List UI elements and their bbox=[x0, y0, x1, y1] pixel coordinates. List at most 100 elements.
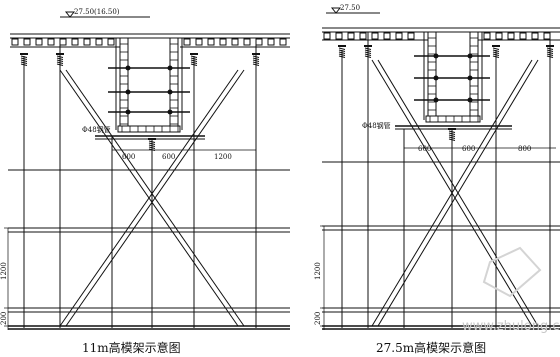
drafting-line bbox=[20, 61, 28, 64]
drafting-line bbox=[364, 51, 372, 54]
drafting-line bbox=[448, 130, 456, 133]
drafting-line bbox=[364, 55, 372, 58]
left-dim-1: 600 bbox=[122, 153, 135, 161]
drafting-line bbox=[20, 63, 28, 66]
right-dim-2: 600 bbox=[462, 145, 475, 153]
drafting-line bbox=[190, 61, 198, 64]
joist-block bbox=[395, 32, 403, 40]
drafting-line bbox=[56, 59, 64, 62]
drafting-line bbox=[190, 57, 198, 60]
drafting-line bbox=[20, 57, 28, 60]
drafting-line bbox=[448, 132, 456, 135]
drafting-line bbox=[148, 144, 156, 147]
watermark-text: www.zhulong.com bbox=[462, 319, 560, 334]
right-dim-3: 800 bbox=[518, 145, 531, 153]
joist-block bbox=[483, 32, 491, 40]
drafting-line bbox=[546, 47, 554, 50]
joist-block bbox=[335, 32, 343, 40]
joist-block bbox=[207, 38, 215, 46]
drafting-line bbox=[56, 57, 64, 60]
joist-block bbox=[231, 38, 239, 46]
left-pipe-label: Φ48钢管 bbox=[82, 125, 111, 134]
drafting-line bbox=[546, 55, 554, 58]
joist-block bbox=[279, 38, 287, 46]
joist-block bbox=[495, 32, 503, 40]
drafting-line bbox=[20, 59, 28, 62]
left-slab-joists bbox=[11, 38, 287, 46]
joist-block bbox=[195, 38, 203, 46]
left-elevation-marker: 27.50(16.50) bbox=[60, 8, 150, 18]
right-pipe-label: Φ48钢管 bbox=[362, 121, 391, 130]
joist-block bbox=[383, 32, 391, 40]
left-caption: 11m高模架示意图 bbox=[82, 340, 181, 355]
drafting-line bbox=[56, 61, 64, 64]
drafting-line bbox=[546, 53, 554, 56]
joist-block bbox=[95, 38, 103, 46]
drafting-line bbox=[252, 55, 260, 58]
right-vdim-200: 200 bbox=[314, 312, 322, 325]
right-elevation-text: 27.50 bbox=[340, 4, 360, 12]
drafting-line bbox=[56, 63, 64, 66]
joist-block bbox=[347, 32, 355, 40]
left-vdim-200: 200 bbox=[0, 312, 8, 325]
drafting-line bbox=[148, 142, 156, 145]
drafting-line bbox=[190, 63, 198, 66]
drafting-line bbox=[492, 53, 500, 56]
left-dim-2: 600 bbox=[162, 153, 175, 161]
joist-block bbox=[323, 32, 331, 40]
drafting-line bbox=[492, 51, 500, 54]
joist-block bbox=[267, 38, 275, 46]
drafting-line bbox=[252, 61, 260, 64]
drafting-line bbox=[492, 47, 500, 50]
drafting-line bbox=[364, 53, 372, 56]
drafting-line bbox=[338, 55, 346, 58]
drafting-line bbox=[364, 49, 372, 52]
joist-block bbox=[183, 38, 191, 46]
right-dimension-line bbox=[403, 144, 556, 152]
drafting-line bbox=[148, 140, 156, 143]
drafting-line bbox=[338, 47, 346, 50]
drafting-line bbox=[364, 47, 372, 50]
joist-block bbox=[407, 32, 415, 40]
joist-block bbox=[219, 38, 227, 46]
joist-block bbox=[71, 38, 79, 46]
right-vdim-1200: 1200 bbox=[314, 262, 322, 280]
right-caption: 27.5m高模架示意图 bbox=[376, 340, 486, 355]
drafting-line bbox=[448, 136, 456, 139]
left-formwork-diagram: 27.50(16.50) bbox=[0, 8, 290, 330]
right-vertical-dimension bbox=[320, 225, 328, 330]
left-dim-3: 1200 bbox=[214, 153, 232, 161]
right-dim-1: 600 bbox=[418, 145, 431, 153]
joist-block bbox=[243, 38, 251, 46]
drafting-line bbox=[338, 49, 346, 52]
joist-block bbox=[11, 38, 19, 46]
joist-block bbox=[35, 38, 43, 46]
drafting-line bbox=[252, 63, 260, 66]
joist-block bbox=[255, 38, 263, 46]
drafting-line bbox=[190, 59, 198, 62]
joist-block bbox=[359, 32, 367, 40]
drafting-line bbox=[20, 55, 28, 58]
drafting-line bbox=[448, 138, 456, 141]
right-formwork-diagram: 27.50 bbox=[314, 4, 560, 330]
drafting-line bbox=[338, 53, 346, 56]
joist-block bbox=[371, 32, 379, 40]
drafting-line bbox=[492, 49, 500, 52]
drafting-line bbox=[546, 51, 554, 54]
drafting-line bbox=[492, 55, 500, 58]
drafting-line bbox=[56, 55, 64, 58]
drafting-line bbox=[252, 57, 260, 60]
joist-block bbox=[107, 38, 115, 46]
joist-block bbox=[543, 32, 551, 40]
joist-block bbox=[83, 38, 91, 46]
left-dimension-line bbox=[111, 146, 257, 154]
drafting-line bbox=[448, 134, 456, 137]
joist-block bbox=[47, 38, 55, 46]
drafting-line bbox=[252, 59, 260, 62]
joist-block bbox=[23, 38, 31, 46]
joist-block bbox=[531, 32, 539, 40]
drafting-line bbox=[546, 49, 554, 52]
right-elevation-marker: 27.50 bbox=[326, 4, 380, 14]
drafting-line bbox=[338, 51, 346, 54]
